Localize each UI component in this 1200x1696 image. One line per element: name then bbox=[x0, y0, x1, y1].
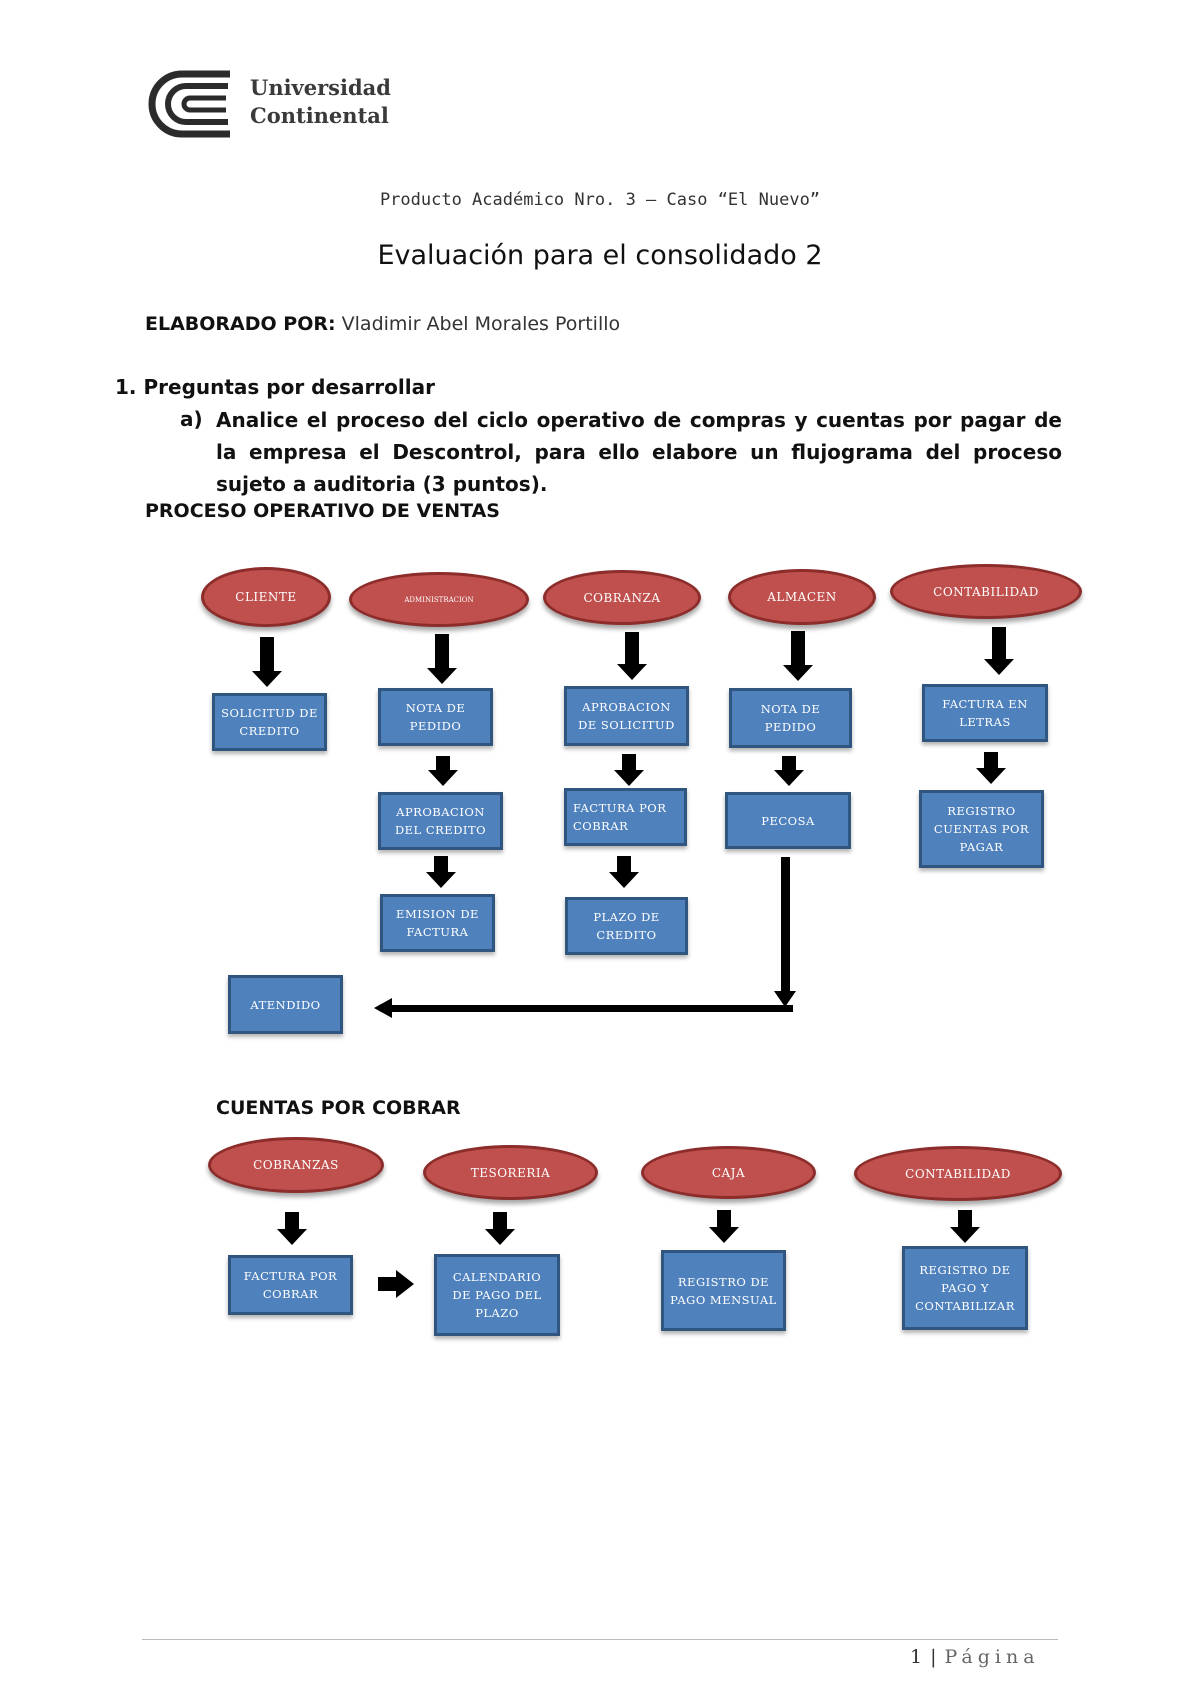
oval-caja: CAJA bbox=[641, 1146, 816, 1199]
arrow-down bbox=[774, 756, 804, 786]
question-item-text: Analice el proceso del ciclo operativo d… bbox=[216, 408, 1062, 496]
oval-cobranzas: COBRANZAS bbox=[208, 1137, 384, 1193]
box-factura-por-cobrar: FACTURA POR COBRAR bbox=[564, 788, 687, 846]
question-heading: 1. Preguntas por desarrollar bbox=[115, 375, 435, 399]
arrow-down bbox=[617, 632, 647, 682]
arrow-down bbox=[609, 856, 639, 888]
box-aprobacion-solicitud: APROBACION DE SOLICITUD bbox=[564, 686, 689, 746]
oval-contabilidad: CONTABILIDAD bbox=[890, 564, 1082, 619]
box-registro-pago-contabilizar: REGISTRO DE PAGO Y CONTABILIZAR bbox=[902, 1246, 1028, 1330]
arrow-down bbox=[485, 1212, 515, 1246]
page-label: Página bbox=[944, 1646, 1040, 1668]
university-logo-icon bbox=[148, 70, 230, 138]
box-factura-letras: FACTURA EN LETRAS bbox=[922, 684, 1048, 742]
arrow-down bbox=[984, 627, 1014, 677]
box-nota-pedido: NOTA DE PEDIDO bbox=[378, 688, 493, 746]
arrow-down bbox=[709, 1210, 739, 1244]
footer-divider bbox=[142, 1639, 1058, 1640]
diagram1-title: PROCESO OPERATIVO DE VENTAS bbox=[145, 500, 500, 522]
arrow-down bbox=[426, 856, 456, 888]
author-label: ELABORADO POR: bbox=[145, 313, 336, 335]
page-footer: 1 | Página bbox=[910, 1646, 1040, 1668]
logo-line-2: Continental bbox=[250, 103, 389, 128]
box-calendario-pago: CALENDARIO DE PAGO DEL PLAZO bbox=[434, 1254, 560, 1336]
author-name: Vladimir Abel Morales Portillo bbox=[341, 313, 621, 335]
arrow-down bbox=[252, 637, 282, 689]
logo-line-1: Universidad bbox=[250, 75, 391, 100]
box-plazo-credito: PLAZO DE CREDITO bbox=[565, 897, 688, 955]
oval-cobranza: COBRANZA bbox=[543, 570, 701, 625]
arrow-down bbox=[428, 756, 458, 786]
box-emision-factura: EMISION DE FACTURA bbox=[380, 894, 495, 952]
arrow-down bbox=[427, 634, 457, 686]
document-title: Evaluación para el consolidado 2 bbox=[377, 240, 823, 271]
box-nota-pedido-almacen: NOTA DE PEDIDO bbox=[729, 688, 852, 748]
box-solicitud-credito: SOLICITUD DE CREDITO bbox=[212, 693, 327, 751]
question-item-letter: a) bbox=[180, 407, 203, 431]
author-line: ELABORADO POR: Vladimir Abel Morales Por… bbox=[145, 313, 620, 335]
footer-separator: | bbox=[930, 1646, 937, 1668]
box-factura-por-cobrar-2: FACTURA POR COBRAR bbox=[228, 1255, 353, 1315]
oval-cliente: CLIENTE bbox=[201, 567, 331, 627]
box-aprobacion-credito: APROBACION DEL CREDITO bbox=[378, 792, 503, 850]
box-atendido: ATENDIDO bbox=[228, 975, 343, 1034]
oval-almacen: ALMACEN bbox=[728, 569, 876, 625]
box-registro-cuentas-pagar: REGISTRO CUENTAS POR PAGAR bbox=[919, 790, 1044, 868]
university-logo-text: Universidad Continental bbox=[250, 74, 391, 130]
oval-administracion: ADMINISTRACION bbox=[349, 572, 529, 627]
oval-contabilidad-2: CONTABILIDAD bbox=[854, 1146, 1062, 1201]
document-subtitle: Producto Académico Nro. 3 – Caso “El Nue… bbox=[379, 190, 821, 210]
box-pecosa: PECOSA bbox=[725, 792, 851, 849]
page-number: 1 bbox=[910, 1646, 923, 1668]
arrow-down bbox=[976, 752, 1006, 784]
box-registro-pago-mensual: REGISTRO DE PAGO MENSUAL bbox=[661, 1250, 786, 1331]
connector-arrow bbox=[374, 857, 796, 1018]
arrow-down bbox=[277, 1212, 307, 1246]
arrow-down bbox=[614, 754, 644, 786]
arrow-down bbox=[783, 631, 813, 683]
arrow-down bbox=[950, 1210, 980, 1244]
arrow-right-icon bbox=[378, 1270, 414, 1298]
oval-tesoreria: TESORERIA bbox=[423, 1145, 598, 1200]
diagram2-title: CUENTAS POR COBRAR bbox=[216, 1097, 461, 1119]
